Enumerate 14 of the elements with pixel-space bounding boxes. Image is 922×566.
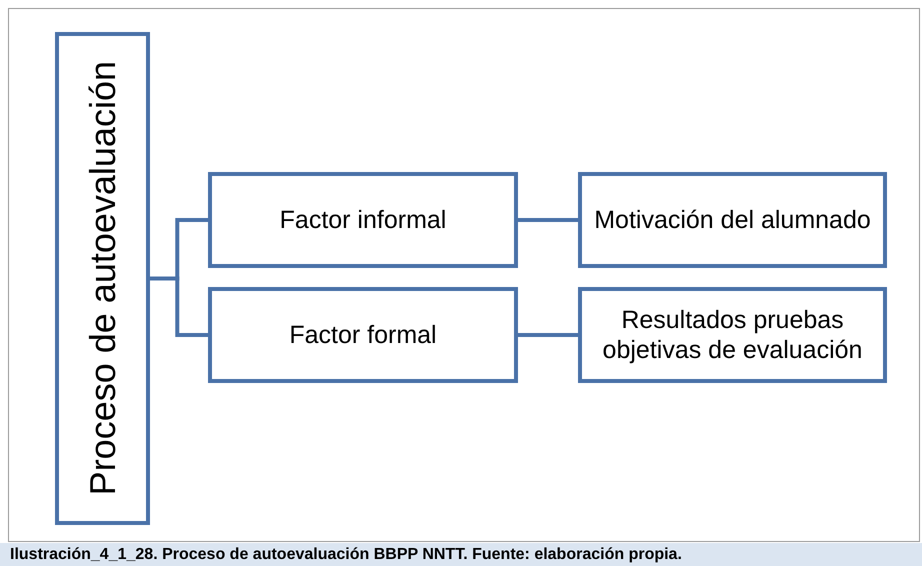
node-label: Factor informal bbox=[278, 205, 448, 235]
process-box bbox=[208, 287, 518, 383]
connector-line bbox=[518, 218, 578, 222]
process-box bbox=[208, 172, 518, 268]
connector-line bbox=[150, 276, 208, 337]
node-label: Resultados pruebas objetivas de evaluación bbox=[602, 305, 864, 365]
caption-bar: Ilustración_4_1_28. Proceso de autoevaluación BBPP NNTT. Fuente: elaboración propia. bbox=[0, 543, 922, 566]
process-box bbox=[55, 32, 150, 525]
node-label: Factor formal bbox=[288, 320, 438, 350]
node-label: Motivación del alumnado bbox=[593, 205, 872, 235]
process-box bbox=[578, 287, 887, 383]
node-label: Proceso de autoevaluación bbox=[84, 61, 120, 496]
process-box bbox=[578, 172, 887, 268]
connector-line bbox=[518, 333, 578, 337]
